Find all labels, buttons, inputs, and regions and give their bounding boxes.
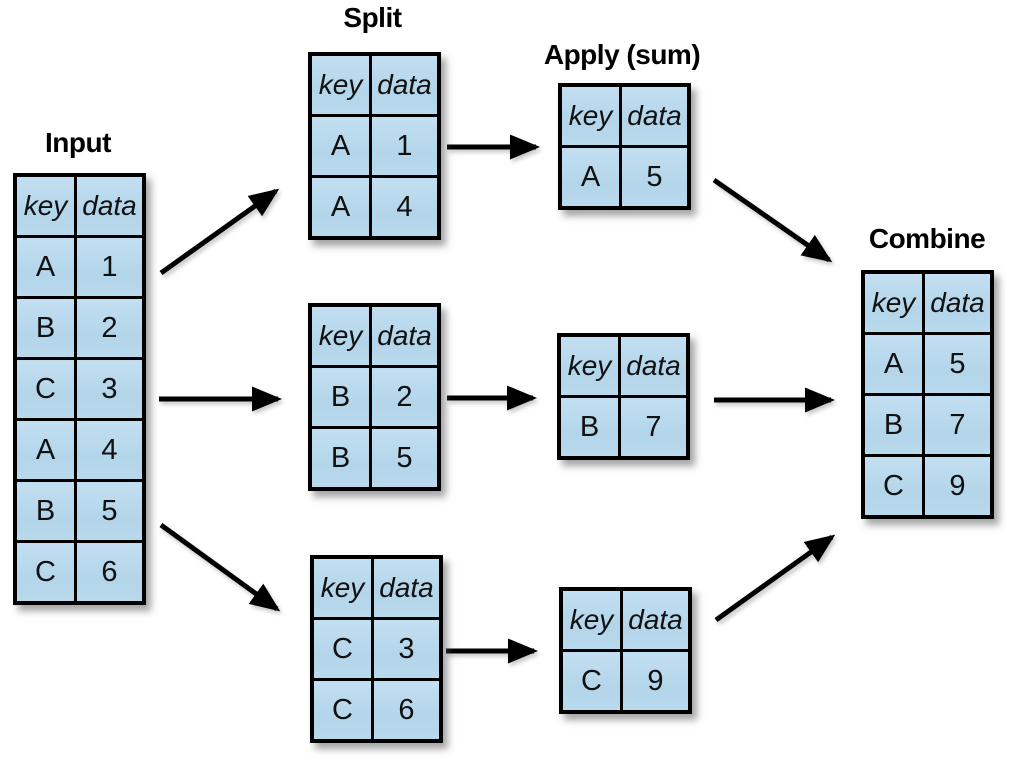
data-cell: 9 <box>922 454 994 519</box>
header-cell-data: data <box>369 52 441 117</box>
title-apply: Apply (sum) <box>543 39 701 70</box>
data-cell: 7 <box>618 395 690 460</box>
key-cell: A <box>13 418 77 482</box>
header-cell-data: data <box>620 587 692 652</box>
key-cell: C <box>310 678 374 743</box>
data-cell: 5 <box>74 479 146 543</box>
data-cell: 2 <box>74 296 146 360</box>
title-split: Split <box>343 2 402 33</box>
data-cell: 5 <box>922 332 994 396</box>
key-cell: A <box>308 114 372 178</box>
key-cell: B <box>557 395 621 460</box>
data-cell: 5 <box>369 426 441 491</box>
key-cell: B <box>13 479 77 543</box>
key-cell: A <box>13 235 77 299</box>
data-cell: 1 <box>369 114 441 178</box>
data-cell: 3 <box>371 617 443 681</box>
arrow-input-to-split-c <box>159 522 281 612</box>
key-cell: B <box>308 426 372 491</box>
key-cell: C <box>559 649 623 714</box>
header-cell-key: key <box>861 270 925 335</box>
data-cell: 1 <box>74 235 146 299</box>
arrow-apply-a-to-combine <box>712 177 833 263</box>
arrow-apply-c-to-combine <box>714 534 836 623</box>
key-cell: A <box>558 145 622 210</box>
title-combine: Combine <box>868 223 986 254</box>
header-cell-key: key <box>308 52 372 117</box>
header-cell-key: key <box>310 555 374 620</box>
header-cell-data: data <box>922 270 994 335</box>
key-cell: C <box>310 617 374 681</box>
data-cell: 5 <box>619 145 691 210</box>
key-cell: C <box>13 357 77 421</box>
header-cell-key: key <box>13 173 77 238</box>
header-cell-data: data <box>619 83 691 148</box>
header-cell-data: data <box>74 173 146 238</box>
title-input: Input <box>45 127 111 158</box>
header-cell-key: key <box>557 333 621 398</box>
data-cell: 4 <box>369 175 441 240</box>
arrow-input-to-split-a <box>159 188 280 276</box>
key-cell: B <box>308 365 372 429</box>
header-cell-key: key <box>308 303 372 368</box>
key-cell: B <box>13 296 77 360</box>
key-cell: A <box>861 332 925 396</box>
header-cell-data: data <box>369 303 441 368</box>
header-cell-key: key <box>559 587 623 652</box>
data-cell: 6 <box>74 540 146 605</box>
key-cell: C <box>861 454 925 519</box>
key-cell: B <box>861 393 925 457</box>
key-cell: A <box>308 175 372 240</box>
key-cell: C <box>13 540 77 605</box>
header-cell-data: data <box>618 333 690 398</box>
data-cell: 6 <box>371 678 443 743</box>
data-cell: 7 <box>922 393 994 457</box>
data-cell: 9 <box>620 649 692 714</box>
header-cell-data: data <box>371 555 443 620</box>
data-cell: 4 <box>74 418 146 482</box>
data-cell: 2 <box>369 365 441 429</box>
header-cell-key: key <box>558 83 622 148</box>
data-cell: 3 <box>74 357 146 421</box>
